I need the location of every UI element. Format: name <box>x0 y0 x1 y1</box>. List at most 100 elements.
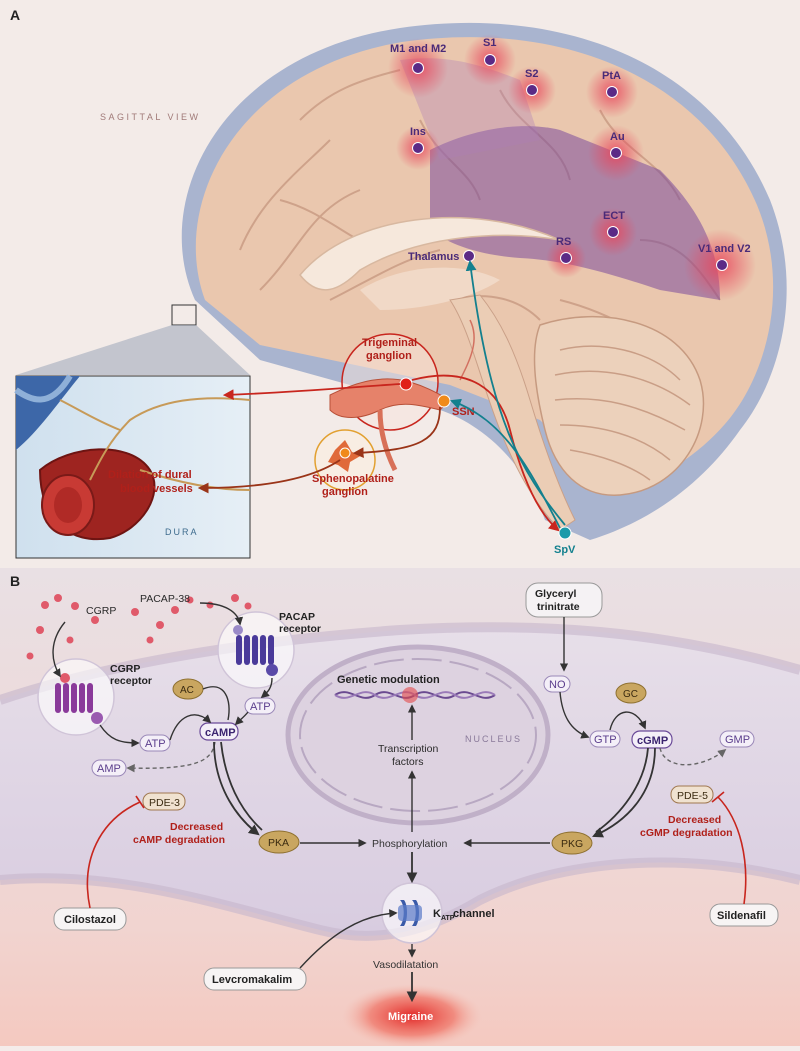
region-dot-rs <box>560 252 572 264</box>
ac-catalysis-curve <box>202 686 230 721</box>
no-label: NO <box>549 679 566 691</box>
pde3-note-line1: Decreased <box>170 821 223 833</box>
cgrp-receptor-line1: CGRP <box>110 663 140 675</box>
ac-label: AC <box>180 685 194 696</box>
arrow-gtp-to-cgmp <box>609 711 647 731</box>
genetic-modulation-label: Genetic modulation <box>337 674 440 686</box>
pka-label: PKA <box>268 837 289 849</box>
pde5-note-line1: Decreased <box>668 814 721 826</box>
arrow-cgrp-to-receptor <box>52 621 66 678</box>
pacap-receptor-line1: PACAP <box>279 611 315 623</box>
katp-k: K <box>433 908 441 920</box>
region-dot-s2 <box>526 84 538 96</box>
nucleus-label: NUCLEUS <box>465 734 522 744</box>
pkg-label: PKG <box>561 838 583 850</box>
region-dot-s1 <box>484 54 496 66</box>
activated-cortex-area <box>430 126 720 300</box>
migraine-glow <box>342 984 482 1048</box>
arrow-ssn-to-sphenopalatine <box>352 406 441 458</box>
pacap-label: PACAP-38 <box>140 593 190 605</box>
molecule-pills: ATP ATP cAMP AMP PDE-3 NO GTP cGMP GMP P… <box>91 675 755 811</box>
corpus-callosum <box>299 216 561 291</box>
arrow-cgmp-to-pkg <box>592 747 656 838</box>
atp-right: ATP <box>250 701 271 713</box>
nucleus <box>285 644 551 826</box>
label-v1v2: V1 and V2 <box>698 243 751 255</box>
atp-left: ATP <box>145 738 166 750</box>
label-thalamus: Thalamus <box>408 251 459 263</box>
arrow-camp-to-pka <box>213 741 260 836</box>
amp-label: AMP <box>97 763 121 775</box>
label-ect: ECT <box>603 210 625 222</box>
camp-label: cAMP <box>205 727 236 739</box>
trigeminal-label-line2: ganglion <box>366 350 412 362</box>
pacap-receptor-icon <box>236 635 274 665</box>
region-dot-ins <box>412 142 424 154</box>
spv-label: SpV <box>554 544 576 556</box>
arrow-trigeminal-to-dura <box>222 383 401 401</box>
label-s2: S2 <box>525 68 538 80</box>
pde3-note-line2: cAMP degradation <box>133 834 225 846</box>
arrow-camp-to-amp <box>126 741 216 773</box>
cilostazol-inhibits-pde3 <box>86 801 141 909</box>
arrow-atp-to-camp-right <box>234 711 249 726</box>
dilation-label-line2: blood vessels <box>120 483 193 495</box>
panel-a-letter: A <box>10 7 20 23</box>
cgrp-particles <box>26 594 252 660</box>
region-dot-au <box>610 147 622 159</box>
nerve-fibers <box>59 397 251 491</box>
cgrp-label: CGRP <box>86 605 116 617</box>
gmp-label: GMP <box>725 734 750 746</box>
pka-enzyme <box>258 830 300 854</box>
region-dot-thalamus <box>463 250 475 262</box>
spheno-label-line1: Sphenopalatine <box>312 473 394 485</box>
cgrp-receptor-icon <box>55 683 93 713</box>
label-m1m2: M1 and M2 <box>390 43 446 55</box>
cortical-region-labels: M1 and M2 S1 S2 PtA Ins Au ECT RS V1 and… <box>390 37 751 263</box>
pathway-arrows <box>197 259 566 532</box>
dilation-label-line1: Dilation of dural <box>108 469 192 481</box>
arrow-pacap-to-receptor <box>199 602 244 626</box>
katp-channel-label: channel <box>453 908 495 920</box>
cgmp-label: cGMP <box>637 735 668 747</box>
gtn-line2: trinitrate <box>537 601 580 613</box>
ssn-label: SSN <box>452 406 475 418</box>
pde3-label: PDE-3 <box>149 797 180 809</box>
transcription-line1: Transcription <box>378 743 438 755</box>
sildenafil-label: Sildenafil <box>717 910 766 922</box>
pacap-receptor-line2: receptor <box>279 623 321 635</box>
gc-enzyme <box>615 682 647 704</box>
brainstem <box>449 294 576 531</box>
arrow-levcromakalim-to-katp <box>299 909 398 969</box>
gtn-line1: Glyceryl <box>535 588 577 600</box>
region-dot-ect <box>607 226 619 238</box>
region-dot-v1v2 <box>716 259 728 271</box>
sagittal-view-label: SAGITTAL VIEW <box>100 112 201 122</box>
arrow-pacap-receptor-to-atp <box>260 677 273 699</box>
label-ins: Ins <box>410 126 426 138</box>
arrow-spv-to-ssn <box>449 398 561 529</box>
signaling-arrows <box>52 602 727 1003</box>
levcromakalim-label: Levcromakalim <box>212 974 292 986</box>
pde5-note-line2: cGMP degradation <box>640 827 733 839</box>
trigeminal-ganglion-dot <box>399 377 413 391</box>
label-pta: PtA <box>602 70 621 82</box>
phosphorylation-label: Phosphorylation <box>372 838 447 850</box>
gtp-label: GTP <box>594 734 617 746</box>
vasodilatation-label: Vasodilatation <box>373 959 438 971</box>
inhibition-lines <box>86 791 747 909</box>
transcription-line2: factors <box>392 756 424 768</box>
arrow-no-to-gtp <box>559 691 590 739</box>
cilostazol-label: Cilostazol <box>64 914 116 926</box>
label-s1: S1 <box>483 37 496 49</box>
arrow-spv-to-thalamus <box>465 259 566 526</box>
levcromakalim-box <box>203 967 307 991</box>
arrow-cgmp-to-gmp <box>659 747 727 766</box>
cgrp-receptor-line2: receptor <box>110 675 152 687</box>
dna-helix <box>334 687 496 703</box>
region-dot-pta <box>606 86 618 98</box>
arrow-trigeminal-to-spv <box>411 374 560 532</box>
sphenopalatine-dot <box>339 447 351 459</box>
label-rs: RS <box>556 236 571 248</box>
